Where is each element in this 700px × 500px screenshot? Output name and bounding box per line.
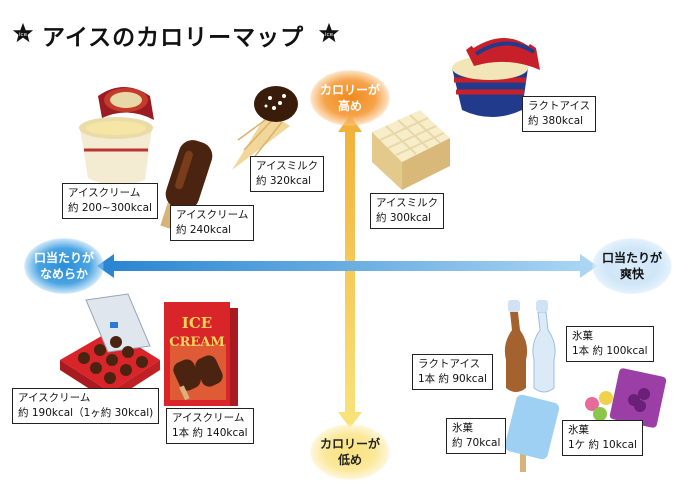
cup-ice-cream-illustration: [79, 87, 154, 186]
grape-ice-illustration: [585, 368, 667, 428]
horizontal-axis-arrow: [97, 254, 597, 278]
svg-text:ice: ice: [325, 32, 334, 38]
waffle-ice-illustration: [372, 110, 450, 190]
label-chocolate-bar: アイスクリーム約 240kcal: [170, 205, 255, 241]
page-title: アイスのカロリーマップ: [42, 25, 305, 51]
label-waffle: アイスミルク約 300kcal: [370, 193, 445, 229]
box-text-cream: CREAM: [169, 335, 225, 350]
chocolate-box-illustration: [60, 293, 160, 402]
tube-hyoka-illustration: [532, 300, 556, 393]
cone-illustration: [232, 86, 298, 170]
svg-text:ice: ice: [19, 32, 28, 38]
axis-label-refreshing: 口当たりが爽快: [592, 238, 672, 294]
label-cup-ice-cream: アイスクリーム約 200~300kcal: [62, 183, 158, 219]
star-icon-right: ice: [318, 22, 340, 48]
popsicle-illustration: [504, 394, 560, 472]
axis-label-low-calorie: カロリーが低め: [310, 424, 390, 480]
lacto-cup-illustration: [452, 33, 540, 117]
label-chocolate-box: アイスクリーム約 190kcal（1ヶ約 30kcal): [12, 388, 160, 424]
axis-label-high-calorie: カロリーが高め: [310, 70, 390, 126]
ice-cream-box-illustration: ICE CREAM: [164, 302, 238, 406]
axis-label-smooth: 口当たりがなめらか: [24, 238, 104, 294]
label-popsicle: 氷菓約 70kcal: [446, 418, 507, 454]
tube-ice-illustration: [504, 300, 528, 392]
label-lacto-cup: ラクトアイス約 380kcal: [522, 96, 597, 132]
box-text-ice: ICE: [182, 314, 212, 332]
label-cone: アイスミルク約 320kcal: [250, 156, 325, 192]
star-icon-left: ice: [12, 22, 34, 48]
